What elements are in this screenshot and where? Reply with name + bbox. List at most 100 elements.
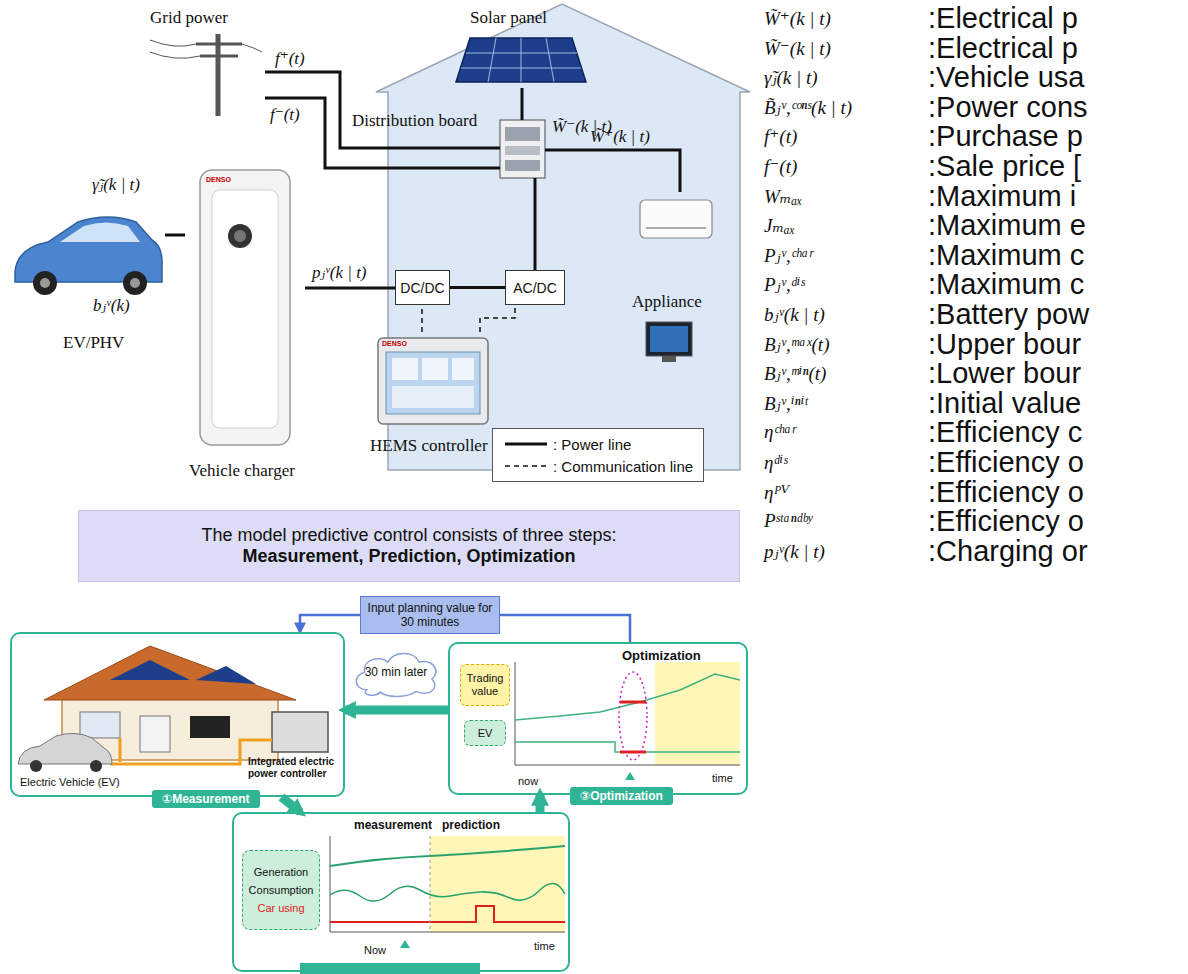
node-text: Now [364, 944, 386, 956]
power-line [521, 88, 524, 120]
node-text: Vehicle charger [189, 461, 295, 481]
node-text: now [518, 775, 538, 787]
node-text: EV/PHV [63, 333, 124, 353]
symbol-description: :Purchase p [928, 122, 1083, 151]
symbol-description: :Efficiency o [928, 478, 1084, 507]
prediction-inputs-box: GenerationConsumptionCar using [242, 850, 320, 930]
symbol-description: :Efficiency o [928, 448, 1084, 477]
symbol-description: :Vehicle usa [928, 63, 1084, 92]
converter-box: AC/DC [505, 270, 565, 305]
node-text: The model predictive control consists of… [201, 525, 616, 546]
node-text: DC/DC [400, 280, 444, 296]
symbol-description: :Efficiency o [928, 507, 1084, 536]
node-text: bⱼᵛ(k) [93, 295, 130, 316]
node-text: Electric Vehicle (EV) [20, 776, 120, 788]
symbol-description: :Initial value [928, 389, 1081, 418]
symbol-description: :Sale price [ [928, 152, 1081, 181]
node-text: EV [478, 727, 493, 739]
solar-panel-node: Solar panel [440, 8, 585, 88]
cloud-note: 30 min later [350, 648, 442, 698]
node-text: ③Optimization [570, 787, 673, 805]
hems-controller-node: HEMS controller [370, 332, 490, 458]
node-text: Optimization [622, 648, 701, 663]
symbol: W̃⁺(k | t) [764, 7, 831, 30]
brand-mark: DENSO [382, 340, 407, 347]
power-line [305, 287, 395, 290]
node-text: Trading value [461, 672, 509, 697]
power-line [265, 72, 500, 148]
node-text: HEMS controller [370, 436, 488, 456]
legend-row: : Power line [503, 433, 693, 455]
symbol-description: :Maximum c [928, 270, 1084, 299]
node-text: Car using [257, 902, 304, 914]
charger-icon [200, 170, 290, 445]
symbol-description: :Battery pow [928, 300, 1089, 329]
prediction-chart [300, 836, 565, 974]
symbol-description: :Electrical p [928, 34, 1078, 63]
power-line [165, 234, 185, 237]
symbol: f⁺(t) [764, 125, 797, 148]
distribution-board-icon [500, 120, 545, 178]
house-outline [376, 4, 750, 470]
edge-label: γ̃ⱼ(k | t) [92, 174, 140, 195]
appliance-icons [640, 200, 712, 362]
flow-arrow [536, 795, 545, 812]
distribution-board-node: Distribution board [500, 120, 545, 178]
symbol-description: :Power cons [928, 93, 1088, 122]
power-line [265, 98, 500, 168]
symbol: Bⱼᵛ,ᵐⁱⁿ(t) [764, 362, 826, 385]
power-pole [150, 34, 262, 116]
symbol-description: :Charging or [928, 537, 1088, 566]
node-text: Distribution board [352, 111, 477, 131]
symbol: Jₘₐₓ [764, 214, 795, 237]
flow-arrow [345, 706, 448, 715]
node-text: Input planning value for 30 minutes [361, 601, 499, 630]
cloud-outline [356, 653, 436, 696]
legend-text: : Communication line [553, 458, 693, 475]
node-text: time [534, 940, 555, 952]
hems-controller-icon [378, 338, 488, 424]
power-line [450, 286, 505, 289]
symbol: ηᴾⱽ [764, 481, 789, 504]
measurement-panel: Electric Vehicle (EV) Integrated electric… [10, 632, 345, 797]
node-text: Solar panel [470, 8, 547, 28]
step-banner: The model predictive control consists of… [78, 510, 740, 582]
symbol: W̃⁻(k | t) [764, 37, 831, 60]
input-plan-box: Input planning value for 30 minutes [360, 596, 500, 634]
symbol: γ̃ⱼ(k | t) [764, 66, 818, 89]
brand-mark: DENSO [206, 176, 231, 183]
optimization-panel: Trading valueEVOptimizationnowtime③Optim… [448, 642, 748, 795]
car-icon [15, 217, 162, 295]
symbol: Pⱼᵛ,ᶜʰᵃʳ [764, 244, 813, 267]
node-text: 30 min later [365, 666, 428, 680]
legend-box: : Power line : Communication line [492, 428, 704, 482]
flow-arrow [281, 797, 300, 812]
node-text: time [712, 772, 733, 784]
edge-label: pⱼᵛ(k | t) [312, 262, 367, 283]
plan-line [300, 615, 360, 632]
communication-line [421, 305, 423, 332]
symbol: B̃ⱼᵛ,ᶜᵒⁿˢ(k | t) [764, 96, 852, 119]
symbol: Pˢᵗᵃⁿᵈᵇʸ [764, 510, 812, 532]
measurement-house [18, 646, 328, 772]
node-text: Consumption [249, 884, 314, 896]
node-text: Measurement, Prediction, Optimization [242, 546, 575, 567]
node-text: Integrated electric power controller [248, 756, 344, 780]
vehicle-charger-node: Vehicle charger [185, 165, 305, 480]
power-line [545, 150, 680, 192]
edge-label: f⁻(t) [270, 104, 300, 125]
symbol-description: :Maximum c [928, 241, 1084, 270]
node-text: Generation [254, 866, 308, 878]
converter-box: DC/DC [395, 270, 450, 305]
legend-text: : Power line [553, 436, 631, 453]
prediction-panel: GenerationConsumptionCar usingmeasuremen… [232, 812, 570, 972]
legend-row: : Communication line [503, 455, 693, 477]
symbol: bⱼᵛ(k | t) [764, 303, 825, 326]
symbol-description: :Maximum i [928, 182, 1076, 211]
node-text: Appliance [632, 292, 702, 312]
symbol: ηᶜʰᵃʳ [764, 421, 796, 443]
